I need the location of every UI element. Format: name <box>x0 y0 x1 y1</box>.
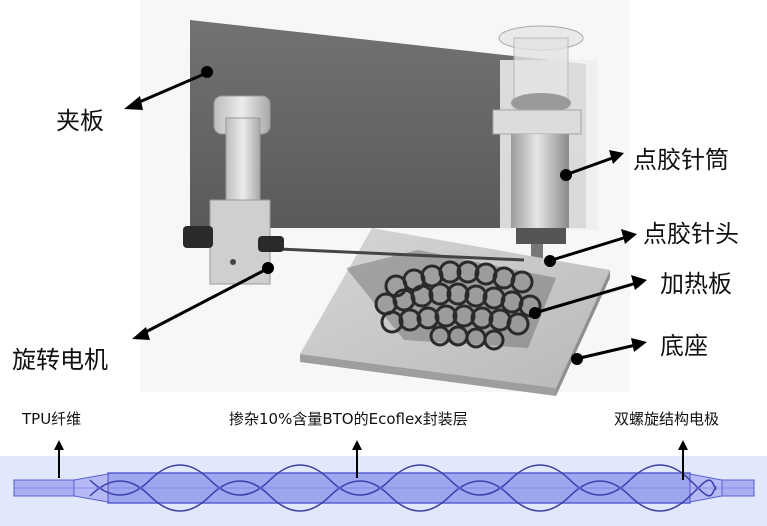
label-helix-electrode: 双螺旋结构电极 <box>614 410 720 428</box>
base <box>300 228 610 396</box>
arrow-base <box>579 342 641 360</box>
label-tpu-fiber: TPU纤维 <box>22 410 82 428</box>
label-needle: 点胶针头 <box>643 220 739 248</box>
label-encapsulation-layer: 掺杂10%含量BTO的Ecoflex封装层 <box>229 410 468 428</box>
arrow-clamp-plate <box>129 73 203 108</box>
label-motor: 旋转电机 <box>12 346 108 374</box>
arrow-needle <box>551 234 631 262</box>
annotation-arrows <box>124 66 647 365</box>
label-heating-plate: 加热板 <box>660 270 732 298</box>
arrow-motor <box>137 269 264 338</box>
motor-assembly <box>183 95 284 285</box>
fiber-schematic <box>13 464 755 512</box>
label-base: 底座 <box>660 332 708 360</box>
label-clamp-plate: 夹板 <box>56 107 104 135</box>
arrow-heating-plate <box>537 280 641 314</box>
label-syringe: 点胶针筒 <box>633 146 729 174</box>
syringe <box>492 25 584 270</box>
fiber-arrows <box>54 440 688 480</box>
arrow-syringe <box>567 154 619 176</box>
heating-plate <box>346 250 556 351</box>
